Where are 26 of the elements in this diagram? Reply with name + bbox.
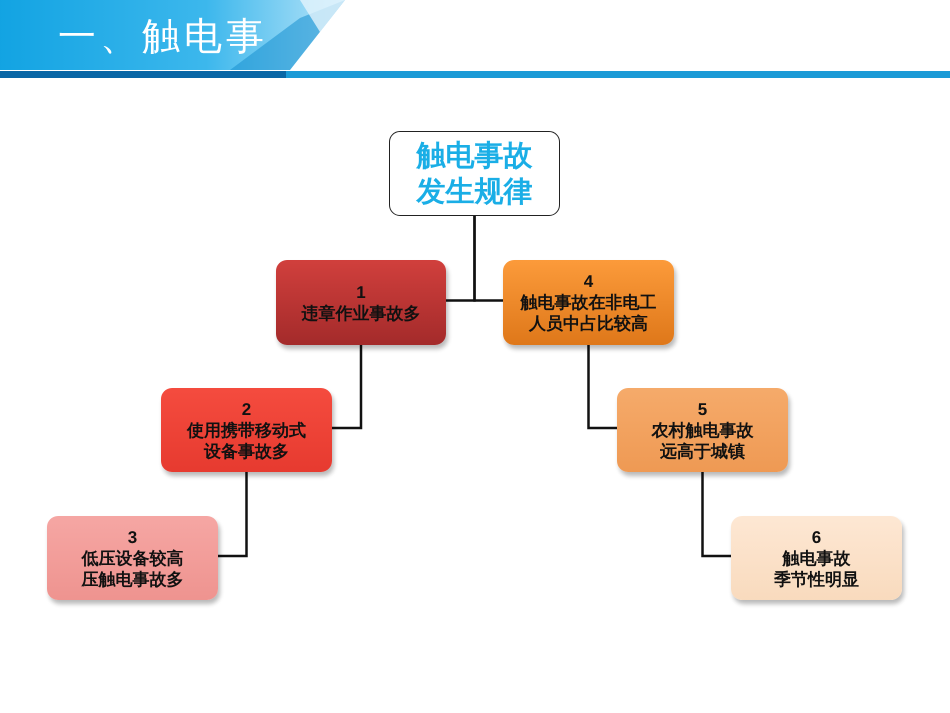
connector-line — [473, 216, 503, 302]
slide-title: 一、触电事 — [58, 15, 268, 60]
item-number: 4 — [584, 271, 594, 292]
item-text: 低压设备较高压触电事故多 — [82, 548, 184, 590]
item-number: 3 — [128, 526, 138, 548]
item-box — [161, 388, 332, 472]
item-text: 违章作业事故多 — [302, 302, 420, 324]
item-number: 6 — [812, 526, 822, 548]
item-text: 触电事故在非电工人员中占比较高 — [520, 292, 656, 334]
topic-text: 触电事故发生规律 — [416, 138, 532, 210]
item-text: 使用携带移动式设备事故多 — [187, 420, 306, 462]
item-box — [47, 516, 218, 600]
item-number: 1 — [356, 282, 366, 302]
connector-line — [701, 472, 731, 558]
item-text: 触电事故季节性明显 — [774, 548, 859, 590]
item-number: 2 — [242, 398, 252, 420]
item-box — [503, 260, 674, 345]
item-box — [731, 516, 902, 600]
item-box — [617, 388, 788, 472]
item-text: 农村触电事故远高于城镇 — [652, 420, 754, 462]
connector-line — [332, 345, 362, 430]
topic-box — [389, 131, 560, 216]
connector-line — [218, 472, 248, 558]
item-box — [276, 260, 446, 345]
connector-line — [587, 345, 617, 430]
item-number: 5 — [698, 398, 708, 420]
